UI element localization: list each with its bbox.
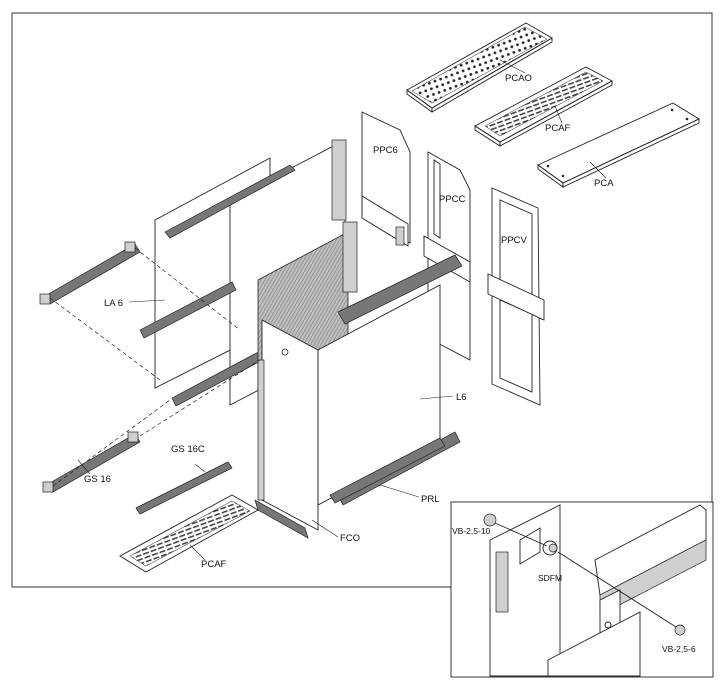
- label-gs16c: GS 16C: [171, 444, 205, 455]
- label-pcaf-top: PCAF: [545, 123, 571, 134]
- label-la6: LA 6: [104, 298, 123, 309]
- label-vb-2-5-6: VB-2,5-6: [662, 644, 696, 654]
- label-ppcv: PPCV: [501, 235, 528, 246]
- label-ppc6: PPC6: [373, 145, 398, 156]
- label-l6: L6: [456, 392, 467, 403]
- part-pcaf-top: [474, 66, 613, 147]
- label-fco: FCO: [340, 533, 360, 544]
- part-ppc6: [361, 111, 411, 247]
- part-ppcv: [487, 187, 545, 406]
- label-gs16: GS 16: [84, 474, 111, 485]
- part-pca: [537, 102, 700, 188]
- part-pcao: [406, 22, 553, 113]
- label-pcaf-bottom: PCAF: [201, 559, 227, 570]
- part-fco: [254, 319, 319, 539]
- part-prl: [329, 437, 446, 504]
- part-labels: PCAO PCAF PCA PPC6 PPCC PPCV LA 6 L6 GS …: [84, 73, 696, 654]
- part-pcaf-bottom: [119, 494, 259, 573]
- outer-frame: [11, 12, 713, 588]
- part-gs16c: [135, 461, 233, 515]
- inset-detail: [450, 501, 714, 678]
- label-vb-2-5-10: VB-2,5-10: [452, 526, 491, 536]
- alignment-lines: [49, 247, 261, 487]
- label-pca: PCA: [594, 178, 614, 189]
- label-ppcc: PPCC: [439, 194, 466, 205]
- part-gs16-rails: [39, 241, 141, 493]
- leader-lines: [77, 59, 607, 561]
- label-prl: PRL: [421, 494, 439, 505]
- label-pcao: PCAO: [505, 73, 532, 84]
- label-sdfm: SDFM: [538, 573, 562, 583]
